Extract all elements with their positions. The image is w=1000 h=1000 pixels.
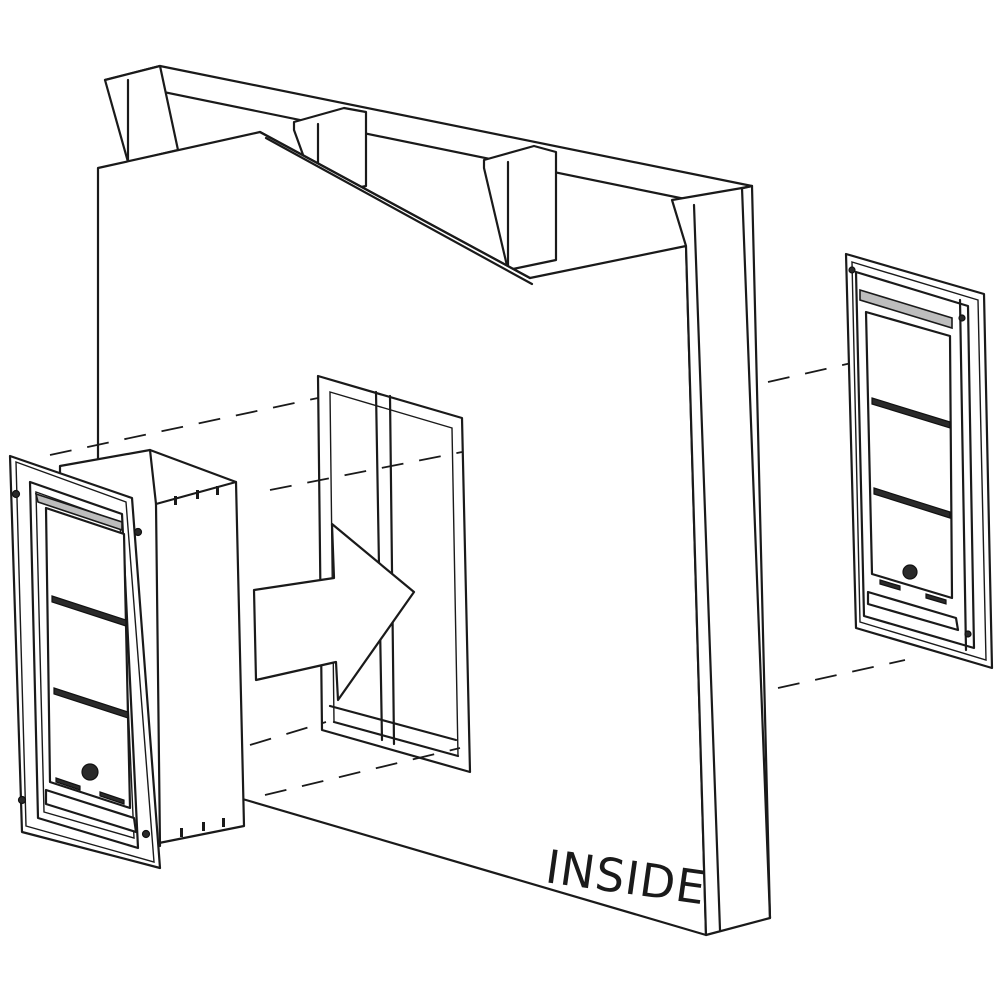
exterior-door-unit xyxy=(8,448,246,870)
insert-direction-arrow-icon xyxy=(252,522,416,702)
door-flap xyxy=(44,506,132,810)
tunnel-slots xyxy=(174,486,225,837)
screw-icons xyxy=(11,489,151,839)
top-seal-strip xyxy=(34,492,123,532)
interior-lock-knob-icon xyxy=(902,564,918,580)
flap-bar-2 xyxy=(53,687,129,719)
interior-door-frame xyxy=(844,252,994,670)
stud-right xyxy=(482,144,558,272)
interior-screw-icons xyxy=(848,266,972,638)
wall-framing xyxy=(103,64,754,272)
lock-knob-icon xyxy=(81,763,99,781)
interior-top-strip xyxy=(859,288,953,330)
flap-bar-1 xyxy=(51,595,127,627)
projection-lines xyxy=(49,351,906,796)
interior-flap xyxy=(864,310,954,600)
bottom-rail xyxy=(44,788,138,834)
wall-end-stud xyxy=(670,186,772,937)
